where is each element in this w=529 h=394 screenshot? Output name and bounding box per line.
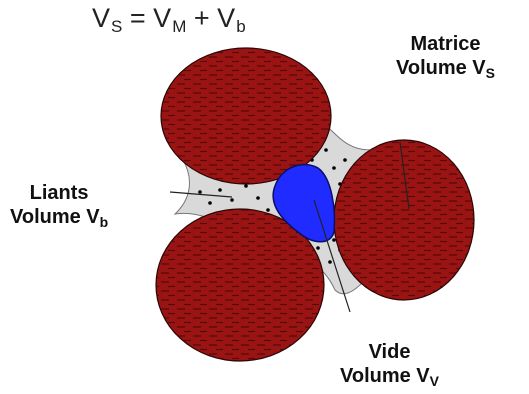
label-liants-volume-text: Volume V [10,206,100,228]
label-vide-volume-subscript: V [430,373,439,389]
label-matrice-volume-subscript: S [486,65,495,81]
label-vide-volume-text: Volume V [340,365,430,387]
label-liants-title: Liants [10,181,108,205]
label-matrice-volume-text: Volume V [396,57,486,79]
label-matrice-volume: Volume VS [396,56,495,85]
label-vide-title: Vide [340,340,439,364]
label-liants-volume-subscript: b [100,214,109,230]
label-liants: Liants Volume Vb [10,181,108,234]
label-vide-volume: Volume VV [340,364,439,393]
grain-top-left [161,48,331,184]
label-matrice: Matrice Volume VS [396,32,495,85]
label-liants-volume: Volume Vb [10,205,108,234]
grain-right [334,140,474,300]
label-vide: Vide Volume VV [340,340,439,393]
label-matrice-title: Matrice [396,32,495,56]
